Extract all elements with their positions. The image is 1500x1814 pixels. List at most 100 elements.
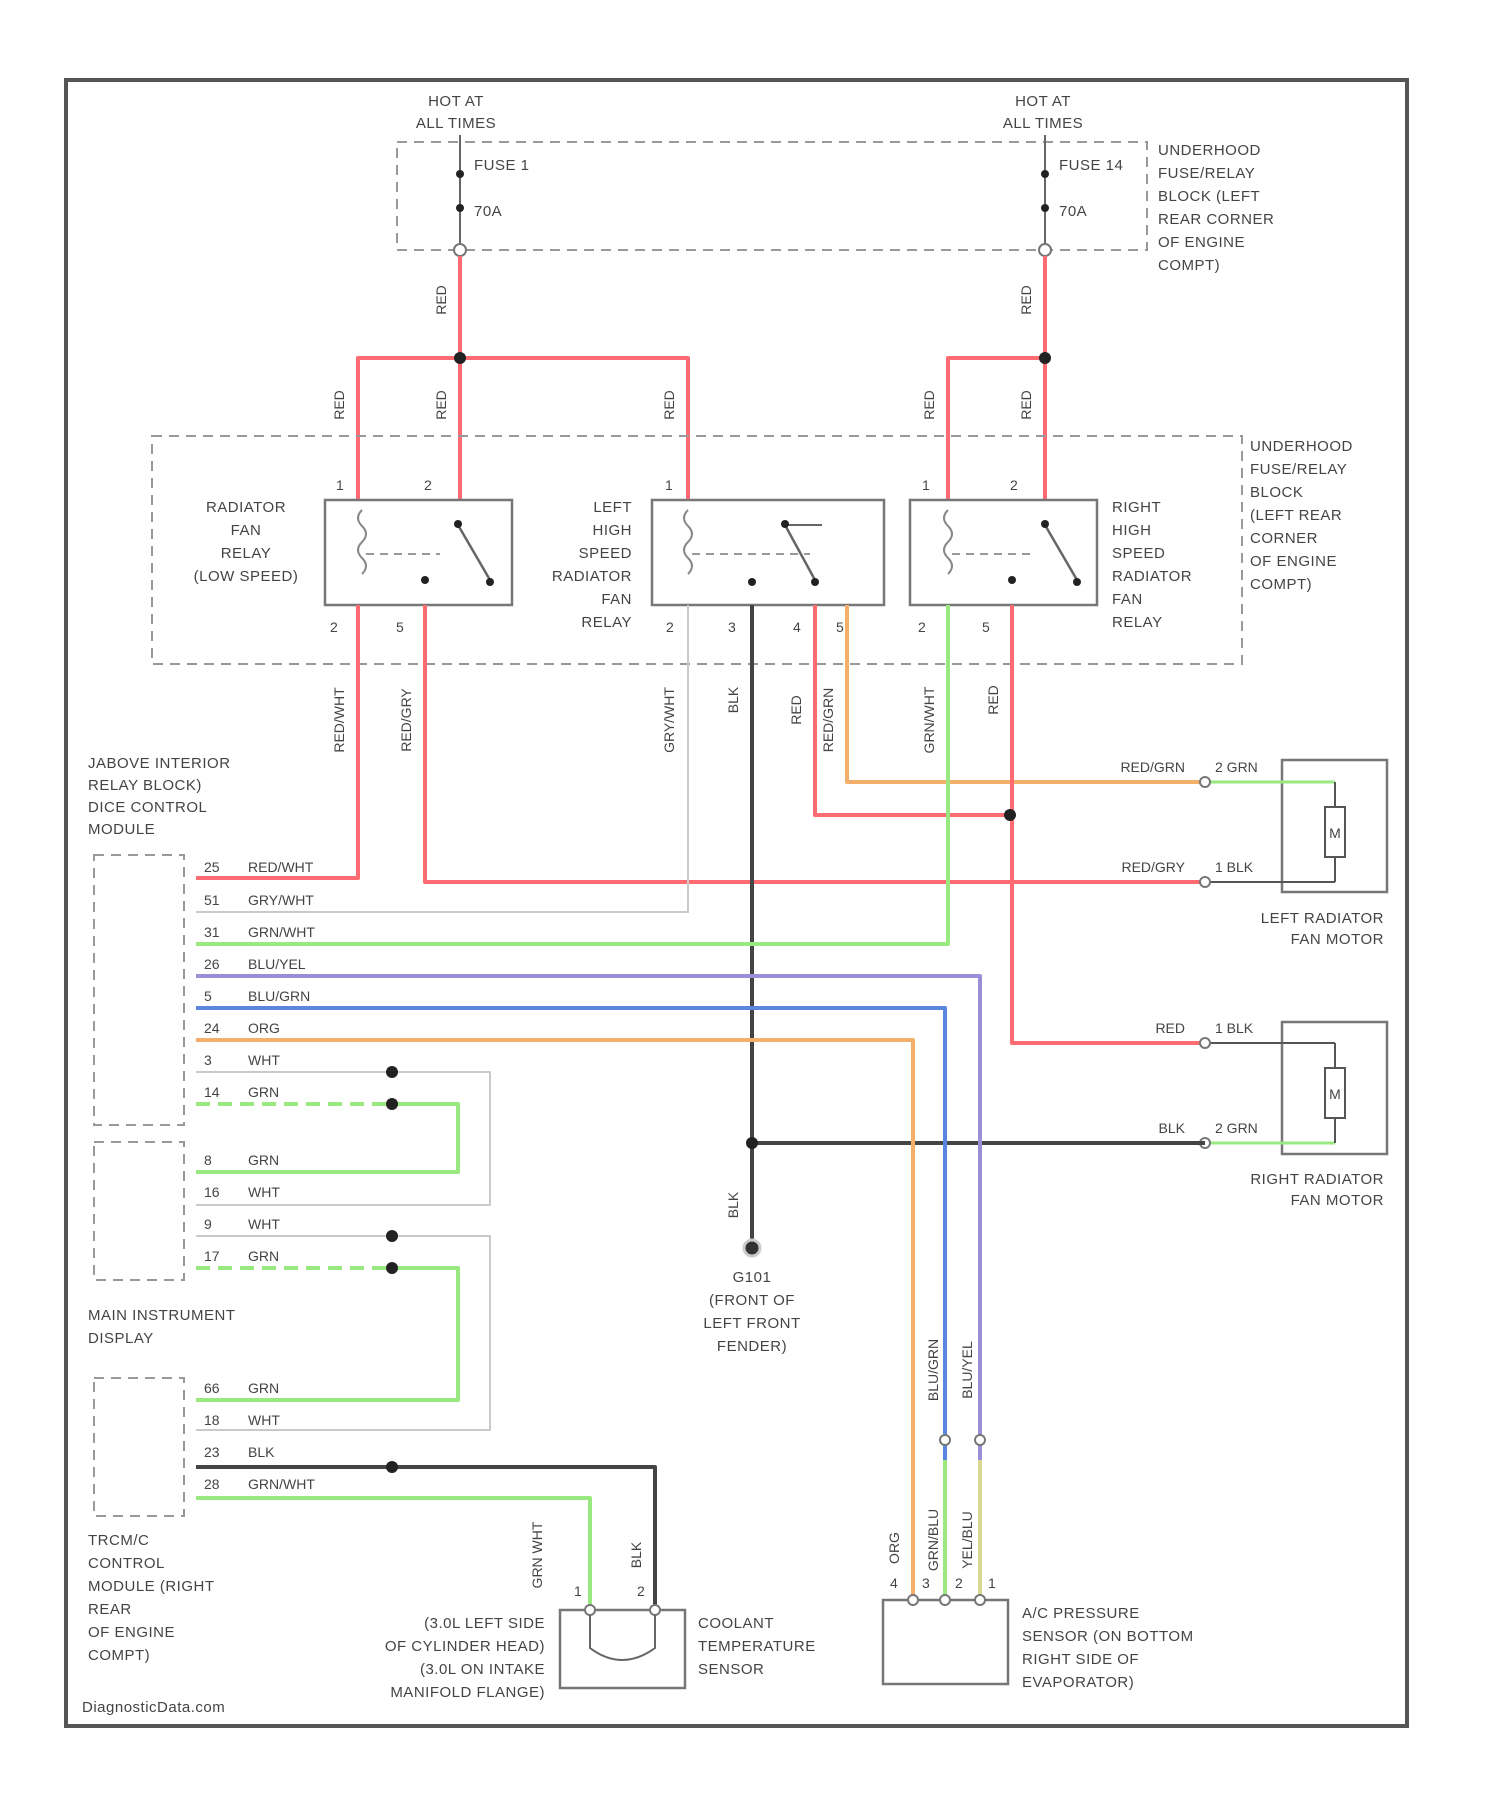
svg-text:BLK: BLK [725,686,741,713]
svg-text:17: 17 [204,1248,220,1264]
svg-text:26: 26 [204,956,220,972]
svg-text:DISPLAY: DISPLAY [88,1330,154,1347]
svg-text:HOT AT: HOT AT [1015,93,1071,110]
svg-text:FAN: FAN [231,522,262,539]
svg-text:MAIN INSTRUMENT: MAIN INSTRUMENT [88,1307,236,1324]
svg-text:COMPT): COMPT) [1158,257,1220,274]
trcm-module: TRCM/C CONTROL MODULE (RIGHT REAR OF ENG… [88,1378,215,1664]
svg-text:COOLANT: COOLANT [698,1615,774,1632]
underhood-mid-label: UNDERHOOD FUSE/RELAY BLOCK (LEFT REAR CO… [1250,438,1353,593]
svg-text:SENSOR: SENSOR [698,1661,764,1678]
svg-text:FUSE/RELAY: FUSE/RELAY [1250,461,1347,478]
svg-text:WHT: WHT [248,1216,280,1232]
hot-at-all-times-right: HOT AT ALL TIMES [1003,93,1083,132]
svg-text:16: 16 [204,1184,220,1200]
svg-text:70A: 70A [474,203,502,220]
svg-text:2 GRN: 2 GRN [1215,1120,1258,1136]
svg-text:EVAPORATOR): EVAPORATOR) [1022,1674,1134,1691]
svg-text:FENDER): FENDER) [717,1338,787,1355]
radiator-fan-relay-low-speed: 1 2 2 5 [325,477,512,635]
coolant-temperature-sensor: 1 2 GRN WHT BLK COOLANT TEMPERATURE SENS… [385,1521,816,1701]
svg-text:GRN: GRN [248,1084,279,1100]
svg-text:28: 28 [204,1476,220,1492]
svg-text:FAN MOTOR: FAN MOTOR [1291,1192,1384,1209]
svg-text:OF ENGINE: OF ENGINE [88,1624,175,1641]
svg-text:RED/GRN: RED/GRN [1120,759,1185,775]
svg-text:25: 25 [204,859,220,875]
gem-pin-26: 26 BLU/YEL [204,956,306,972]
svg-text:ALL TIMES: ALL TIMES [1003,115,1083,132]
svg-text:70A: 70A [1059,203,1087,220]
svg-text:LEFT: LEFT [593,499,632,516]
mid-pin-9: 9 WHT [204,1216,280,1232]
gem-pin-5: 5BLU/GRN [204,988,310,1004]
svg-text:GRN WHT: GRN WHT [529,1521,545,1588]
svg-text:WHT: WHT [248,1412,280,1428]
gem-pins: 25RED/WHT 51GRY/WHT 31GRN/WHT 26BLU/YEL … [204,859,315,1100]
left-high-speed-relay: 1 2 3 4 5 [652,477,884,635]
svg-text:REAR: REAR [88,1601,132,1618]
underhood-relay-block [152,436,1242,664]
svg-text:MODULE: MODULE [88,821,155,838]
svg-text:RED/GRY: RED/GRY [1121,859,1185,875]
svg-text:RIGHT: RIGHT [1112,499,1161,516]
svg-text:2: 2 [637,1583,645,1599]
svg-text:2 GRN: 2 GRN [1215,759,1258,775]
svg-text:REAR CORNER: REAR CORNER [1158,211,1274,228]
right-high-speed-relay: 1 2 2 5 [910,477,1097,635]
svg-text:UNDERHOOD: UNDERHOOD [1158,142,1261,159]
watermark: DiagnosticData.com [82,1699,225,1716]
svg-text:RELAY: RELAY [581,614,632,631]
svg-text:OF ENGINE: OF ENGINE [1250,553,1337,570]
svg-text:2: 2 [666,619,674,635]
svg-text:1: 1 [665,477,673,493]
svg-text:RED/GRY: RED/GRY [398,688,414,752]
svg-text:FAN MOTOR: FAN MOTOR [1291,931,1384,948]
svg-text:(3.0L LEFT SIDE: (3.0L LEFT SIDE [424,1615,545,1632]
svg-text:M: M [1329,825,1341,841]
svg-text:GRN: GRN [248,1380,279,1396]
ac-pressure-sensor: 4 3 2 1 ORG GRN/BLU YEL/BLU BLU/GRN BLU/… [883,1339,1194,1691]
svg-text:RED: RED [1018,390,1034,420]
svg-text:TRCM/C: TRCM/C [88,1532,149,1549]
svg-text:CONTROL: CONTROL [88,1555,165,1572]
svg-text:1: 1 [574,1583,582,1599]
svg-text:1 BLK: 1 BLK [1215,859,1254,875]
svg-text:BLU/YEL: BLU/YEL [248,956,306,972]
svg-text:23: 23 [204,1444,220,1460]
svg-text:FAN: FAN [601,591,632,608]
svg-text:GRY/WHT: GRY/WHT [248,892,314,908]
right-radiator-fan-motor: M RED 1 BLK BLK 2 GRN RIGHT RADIATOR FAN… [1155,1020,1387,1209]
svg-text:3: 3 [922,1575,930,1591]
svg-text:RED: RED [985,685,1001,715]
svg-text:UNDERHOOD: UNDERHOOD [1250,438,1353,455]
mid-to-trcm-wires [196,1230,490,1430]
relay-right-high-label: RIGHT HIGH SPEED RADIATOR FAN RELAY [1112,499,1192,631]
fuse-1: FUSE 1 70A [454,135,530,256]
svg-text:9: 9 [204,1216,212,1232]
svg-text:TEMPERATURE: TEMPERATURE [698,1638,816,1655]
svg-text:BLU/YEL: BLU/YEL [959,1341,975,1399]
svg-text:BLK: BLK [1159,1120,1186,1136]
svg-text:1: 1 [988,1575,996,1591]
svg-text:OF ENGINE: OF ENGINE [1158,234,1245,251]
relay-output-labels: RED/WHT RED/GRY GRY/WHT BLK RED RED/GRN … [331,685,1001,753]
svg-text:FUSE 14: FUSE 14 [1059,157,1123,174]
svg-text:RIGHT RADIATOR: RIGHT RADIATOR [1250,1171,1384,1188]
svg-text:5: 5 [396,619,404,635]
svg-text:51: 51 [204,892,220,908]
svg-text:YEL/BLU: YEL/BLU [959,1511,975,1569]
svg-text:WHT: WHT [248,1052,280,1068]
svg-text:BLK: BLK [628,1541,644,1568]
svg-text:RED: RED [1018,285,1034,315]
svg-text:RELAY: RELAY [221,545,272,562]
svg-text:GRN/WHT: GRN/WHT [248,1476,315,1492]
svg-text:3: 3 [728,619,736,635]
svg-text:RELAY: RELAY [1112,614,1163,631]
svg-text:COMPT): COMPT) [1250,576,1312,593]
svg-text:SPEED: SPEED [1112,545,1165,562]
